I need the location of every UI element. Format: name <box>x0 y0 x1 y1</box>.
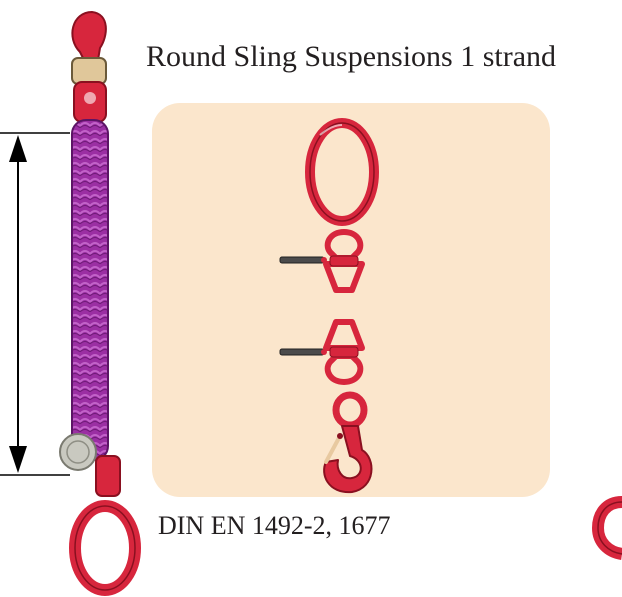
page-title: Round Sling Suspensions 1 strand <box>146 40 557 73</box>
standard-reference: DIN EN 1492-2, 1677 <box>158 511 391 540</box>
safety-hook-icon <box>323 391 373 494</box>
master-link-icon <box>305 118 379 226</box>
adjacent-product-image <box>591 496 622 560</box>
connecting-link-2-icon <box>323 319 365 386</box>
round-sling-assembly-image <box>0 10 141 596</box>
connecting-link-icon <box>323 228 365 293</box>
